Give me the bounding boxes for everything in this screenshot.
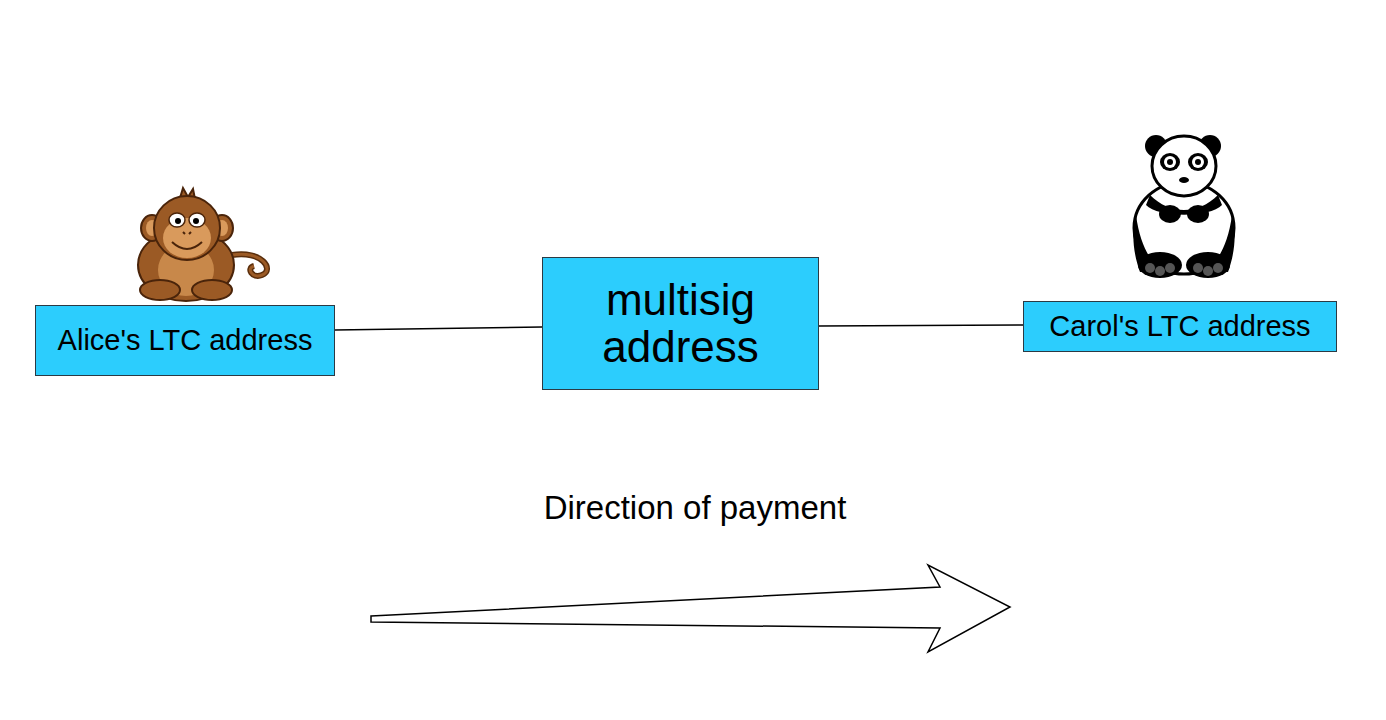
box-text: multisig address: [543, 277, 818, 369]
connector-line: [819, 325, 1023, 326]
address-box: multisig address: [542, 257, 819, 390]
direction-label: Direction of payment: [544, 489, 847, 527]
address-box: Carol's LTC address: [1023, 301, 1337, 352]
address-box: Alice's LTC address: [35, 305, 335, 376]
direction-arrow: [371, 565, 1010, 652]
box-text: Alice's LTC address: [58, 325, 313, 355]
box-text: Carol's LTC address: [1049, 311, 1310, 341]
monkey-figure: [138, 188, 267, 301]
panda-figure: [1133, 135, 1234, 278]
connector-line: [335, 327, 542, 330]
